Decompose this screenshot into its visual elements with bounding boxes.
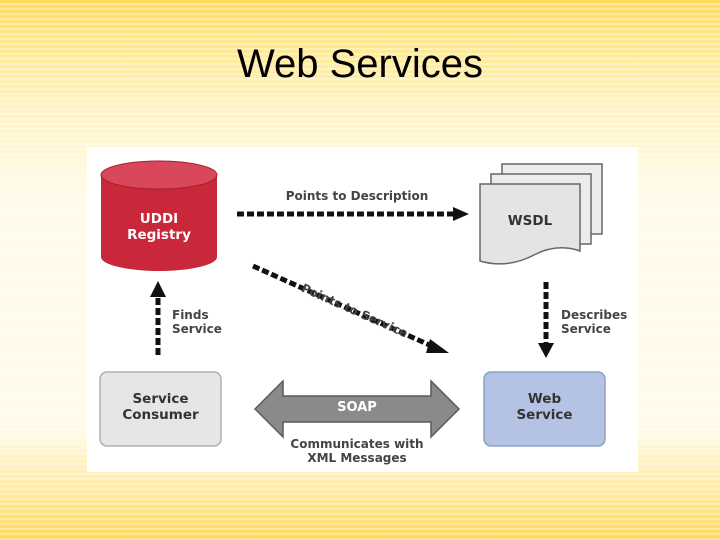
finds-service-label: Finds Service — [172, 308, 232, 336]
service-consumer-node — [99, 371, 222, 447]
communicates-line2: XML Messages — [307, 451, 407, 465]
points-to-description-arrow — [237, 207, 469, 221]
consumer-line1: Service — [132, 391, 189, 407]
soap-double-arrow — [253, 379, 461, 439]
describes-line1: Describes — [561, 308, 628, 322]
soap-label: SOAP — [337, 400, 377, 415]
consumer-line2: Consumer — [122, 407, 199, 423]
uddi-registry-label: UDDI Registry — [101, 211, 217, 243]
describes-service-arrow — [538, 282, 554, 358]
service-consumer-label: Service Consumer — [100, 391, 221, 423]
finds-line1: Finds — [172, 308, 209, 322]
uddi-line1: UDDI — [139, 211, 179, 227]
uddi-line2: Registry — [127, 227, 191, 243]
points-to-service-arrow — [251, 263, 449, 353]
web-service-line1: Web — [527, 391, 562, 407]
describes-service-label: Describes Service — [561, 308, 637, 336]
wsdl-documents-node — [479, 163, 603, 265]
web-service-node — [483, 371, 606, 447]
wsdl-label: WSDL — [507, 213, 553, 229]
web-services-diagram: UDDI Registry WSDL Service Consumer Web … — [87, 147, 638, 472]
web-service-label: Web Service — [484, 391, 605, 423]
slide-title: Web Services — [236, 42, 483, 86]
finds-service-arrow — [150, 281, 166, 355]
communicates-label: Communicates with XML Messages — [257, 437, 457, 465]
web-service-line2: Service — [516, 407, 573, 423]
points-to-description-label: Points to Description — [285, 189, 429, 203]
communicates-line1: Communicates with — [290, 437, 424, 451]
uddi-registry-node — [100, 160, 218, 271]
describes-line2: Service — [561, 322, 611, 336]
diagram-canvas — [99, 160, 606, 447]
finds-line2: Service — [172, 322, 222, 336]
